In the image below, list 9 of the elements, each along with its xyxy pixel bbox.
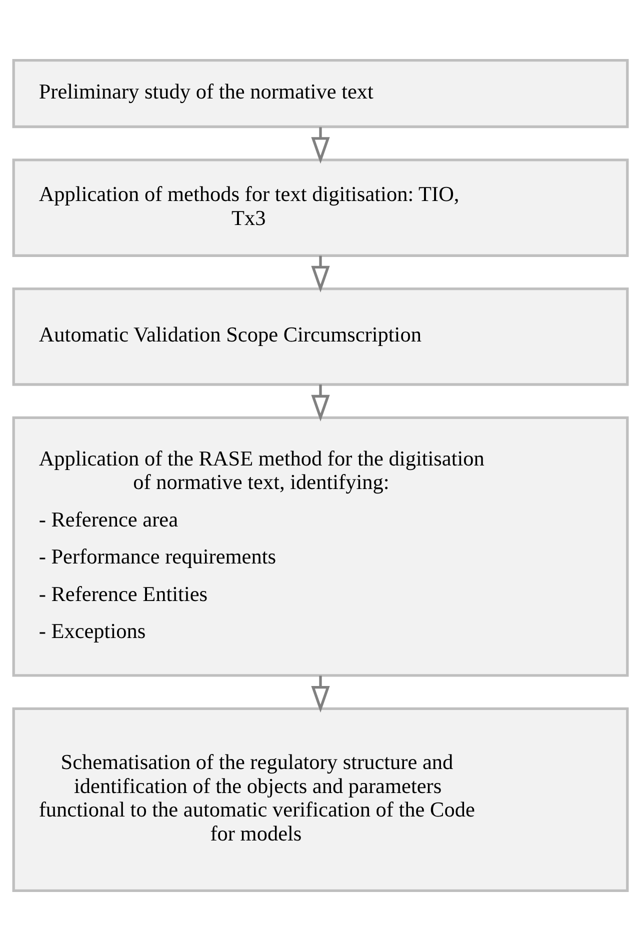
arrow [311,676,330,713]
arrow [311,127,330,164]
node-box: Application of methods for text digitisation: TIO, Tx3 [12,158,629,257]
node-box: Schematisation of the regulatory structure and identification of the objects and parameters functional to the automatic verification of the Code for models [12,707,629,892]
node-box: Automatic Validation Scope Circumscription [12,288,629,386]
arrow [311,384,330,422]
arrow [311,256,330,292]
node-box: Application of the RASE method for the digitisation of normative text, identifying: - Reference area - Performance requirements - Reference Entities - Exceptions [12,416,629,677]
node-box: Preliminary study of the normative text [12,58,629,128]
